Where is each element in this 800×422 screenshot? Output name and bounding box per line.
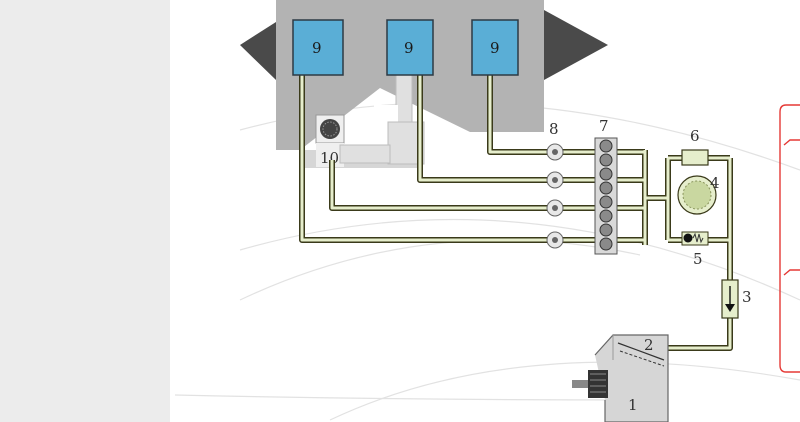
pump-rotor (682, 180, 712, 210)
label-check-valve: 5 (693, 250, 703, 268)
relief-valve-body (681, 149, 709, 166)
wiper-c: 9 (471, 19, 519, 76)
wiper-a: 9 (292, 19, 344, 76)
nozzle (546, 143, 564, 161)
check-valve-spring (692, 232, 704, 244)
left-wing (240, 22, 276, 80)
nozzle (546, 171, 564, 189)
label-tank: 1 (628, 396, 638, 414)
wiper-b: 9 (386, 19, 434, 76)
side-panel (0, 0, 170, 422)
check-valve-ball (683, 233, 693, 243)
level-sensor-line (617, 342, 665, 361)
label-valve-block: 7 (599, 117, 609, 135)
wiper-c-block (471, 19, 519, 76)
flow-arrow-icon (725, 304, 735, 312)
label-pump: 4 (710, 174, 720, 192)
label-tank-sensor: 2 (644, 336, 654, 354)
label-filter: 3 (742, 288, 752, 306)
relief-valve: 6 (681, 127, 709, 166)
wiper-a-block (292, 19, 344, 76)
wiper-b-block (386, 19, 434, 76)
label-nozzles: 8 (549, 120, 559, 138)
tank: 2 1 (572, 334, 669, 422)
pump: 4 (677, 174, 720, 215)
right-wing (544, 10, 608, 80)
label-wiper-b: 9 (404, 39, 414, 57)
valve-block: 7 (594, 117, 618, 255)
nozzle (546, 231, 564, 249)
label-relief-valve: 6 (690, 127, 700, 145)
nozzles: 8 (546, 120, 564, 249)
red-bracket (779, 104, 800, 373)
nozzle (546, 199, 564, 217)
tank-cap (588, 370, 608, 398)
tank-outlet (572, 380, 588, 388)
check-valve: 5 (681, 231, 709, 268)
label-wiper-a: 9 (312, 39, 322, 57)
side-bracket (779, 104, 800, 373)
filter: 3 (721, 279, 752, 319)
label-wiper-c: 9 (490, 39, 500, 57)
